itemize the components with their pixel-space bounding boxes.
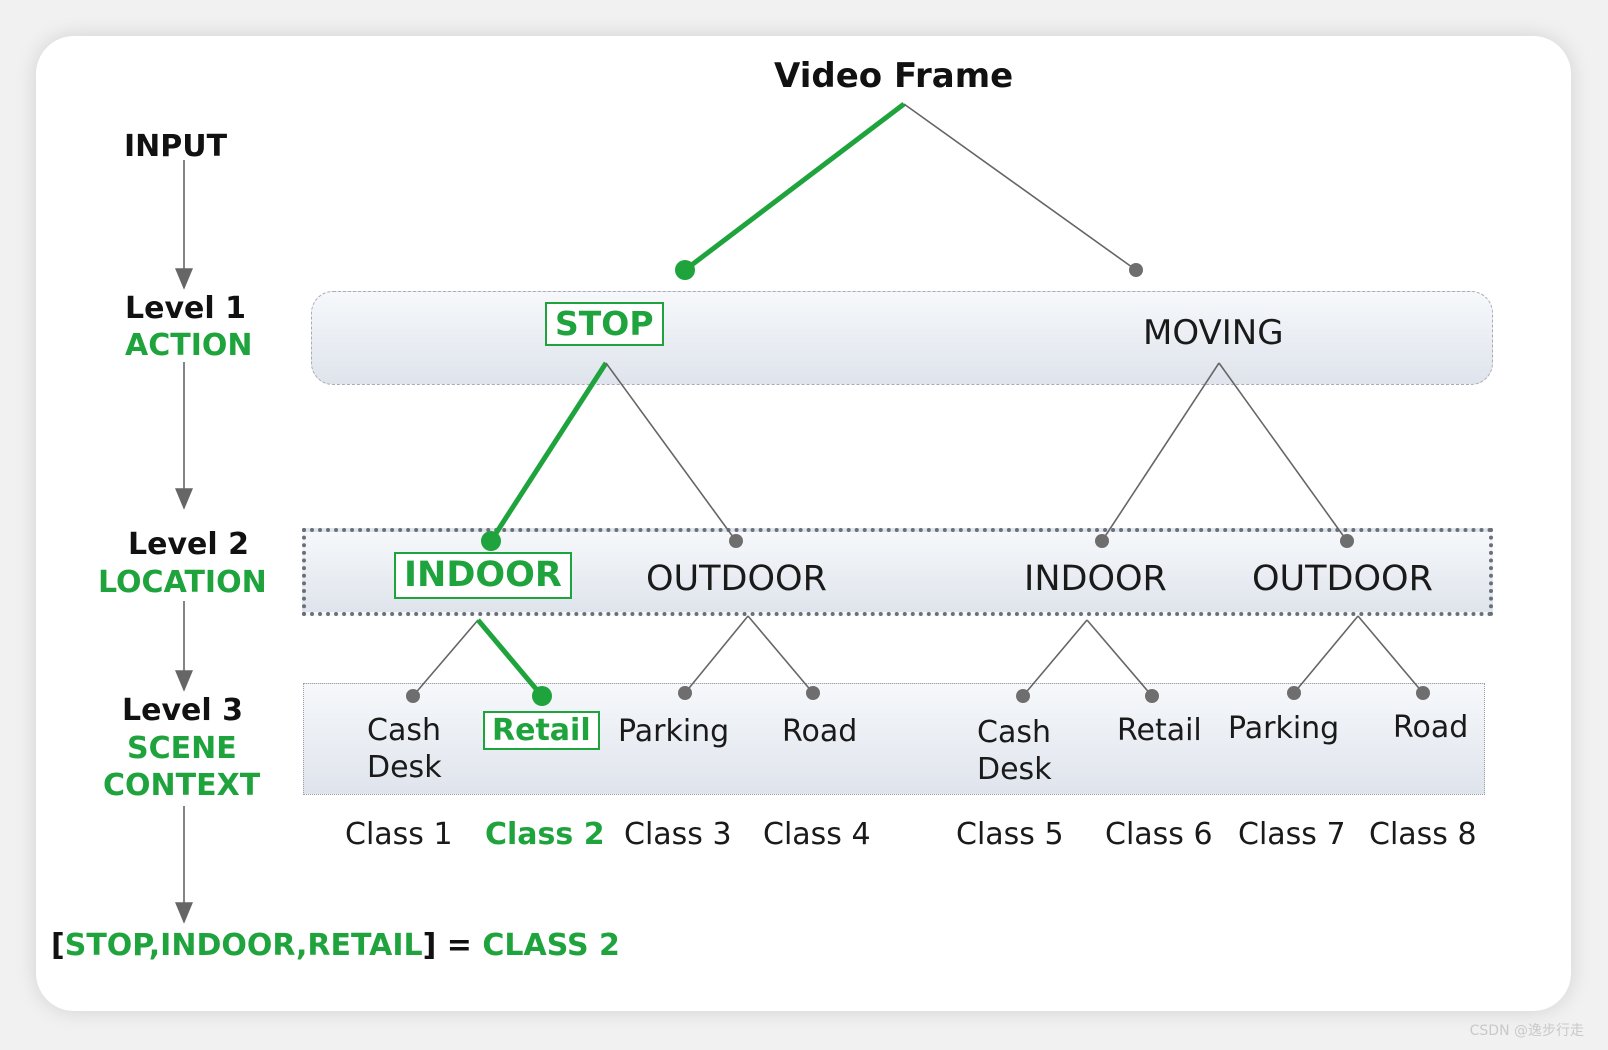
node-dot-stop bbox=[675, 260, 695, 280]
node-outdoor-a: OUTDOOR bbox=[646, 559, 827, 599]
result-bracket-close: ] bbox=[422, 928, 437, 963]
node-dot-outdoor-a bbox=[729, 534, 743, 548]
node-dot-road-b bbox=[1416, 686, 1430, 700]
class-label-3: Class 3 bbox=[624, 817, 732, 852]
result-class: CLASS 2 bbox=[482, 928, 620, 963]
node-road-b: Road bbox=[1393, 710, 1469, 745]
node-dot-parking-b bbox=[1287, 686, 1301, 700]
level1-band bbox=[311, 291, 1493, 385]
edge-outdoor-b-parking bbox=[1293, 615, 1359, 694]
node-parking-b: Parking bbox=[1228, 711, 1340, 746]
edge-indoor-b-cash bbox=[1022, 619, 1088, 697]
class-label-1: Class 1 bbox=[345, 817, 453, 852]
node-stop: STOP bbox=[545, 302, 664, 347]
edge-outdoor-b-road bbox=[1357, 615, 1424, 694]
level1-title: Level 1 bbox=[125, 291, 246, 326]
edge-frame-stop bbox=[683, 102, 906, 272]
level1-name: ACTION bbox=[125, 328, 253, 363]
node-dot-road-a bbox=[806, 686, 820, 700]
edge-moving-indoor bbox=[1101, 362, 1220, 542]
node-dot-cash-b bbox=[1016, 689, 1030, 703]
edge-moving-outdoor bbox=[1218, 362, 1348, 542]
level3-name-line2: CONTEXT bbox=[103, 768, 261, 803]
node-outdoor-b: OUTDOOR bbox=[1252, 559, 1433, 599]
edge-frame-moving bbox=[903, 103, 1137, 271]
edge-indoor-a-cash bbox=[412, 619, 479, 697]
level2-name: LOCATION bbox=[98, 565, 267, 600]
result-equals: = bbox=[436, 928, 483, 963]
level2-title: Level 2 bbox=[128, 527, 249, 562]
node-indoor-b: INDOOR bbox=[1024, 559, 1167, 599]
result-bracket-open: [ bbox=[51, 928, 65, 963]
edge-outdoor-a-road bbox=[747, 615, 814, 694]
video-frame-title: Video Frame bbox=[774, 56, 1014, 96]
node-dot-moving bbox=[1129, 263, 1143, 277]
watermark: CSDN @逸步行走 bbox=[1469, 1023, 1584, 1039]
diagram-card: Video Frame INPUT Level 1 ACTION Level 2… bbox=[36, 36, 1571, 1011]
node-cash-desk-a-line1: Cash bbox=[367, 713, 441, 748]
node-indoor-a: INDOOR bbox=[394, 552, 572, 599]
edge-outdoor-a-parking bbox=[684, 615, 749, 694]
node-dot-indoor-b bbox=[1095, 534, 1109, 548]
edge-indoor-a-retail bbox=[476, 618, 544, 698]
node-parking-a: Parking bbox=[618, 714, 730, 749]
node-retail-b: Retail bbox=[1117, 713, 1202, 748]
node-cash-desk-a-line2: Desk bbox=[367, 750, 442, 785]
class-label-5: Class 5 bbox=[956, 817, 1064, 852]
node-dot-retail-a bbox=[532, 686, 552, 706]
level3-name-line1: SCENE bbox=[127, 731, 237, 766]
class-label-7: Class 7 bbox=[1238, 817, 1346, 852]
node-dot-outdoor-b bbox=[1340, 534, 1354, 548]
node-cash-desk-b-line2: Desk bbox=[977, 752, 1052, 787]
result-formula: [STOP,INDOOR,RETAIL] = CLASS 2 bbox=[51, 929, 620, 962]
node-cash-desk-b-line1: Cash bbox=[977, 715, 1051, 750]
node-dot-parking-a bbox=[678, 686, 692, 700]
edge-stop-indoor bbox=[488, 361, 609, 543]
class-label-2: Class 2 bbox=[485, 817, 605, 852]
level3-title: Level 3 bbox=[122, 693, 243, 728]
node-moving: MOVING bbox=[1143, 313, 1284, 353]
node-road-a: Road bbox=[782, 714, 858, 749]
node-retail-a: Retail bbox=[483, 711, 600, 750]
class-label-6: Class 6 bbox=[1105, 817, 1213, 852]
node-dot-retail-b bbox=[1145, 689, 1159, 703]
node-dot-indoor-a bbox=[481, 531, 501, 551]
class-label-4: Class 4 bbox=[763, 817, 871, 852]
edge-indoor-b-retail bbox=[1086, 619, 1153, 697]
result-path: STOP,INDOOR,RETAIL bbox=[64, 928, 423, 963]
class-label-8: Class 8 bbox=[1369, 817, 1477, 852]
node-dot-cash-a bbox=[406, 689, 420, 703]
tree-edges bbox=[175, 102, 1430, 924]
input-label: INPUT bbox=[124, 129, 228, 164]
edge-stop-outdoor bbox=[605, 362, 737, 542]
